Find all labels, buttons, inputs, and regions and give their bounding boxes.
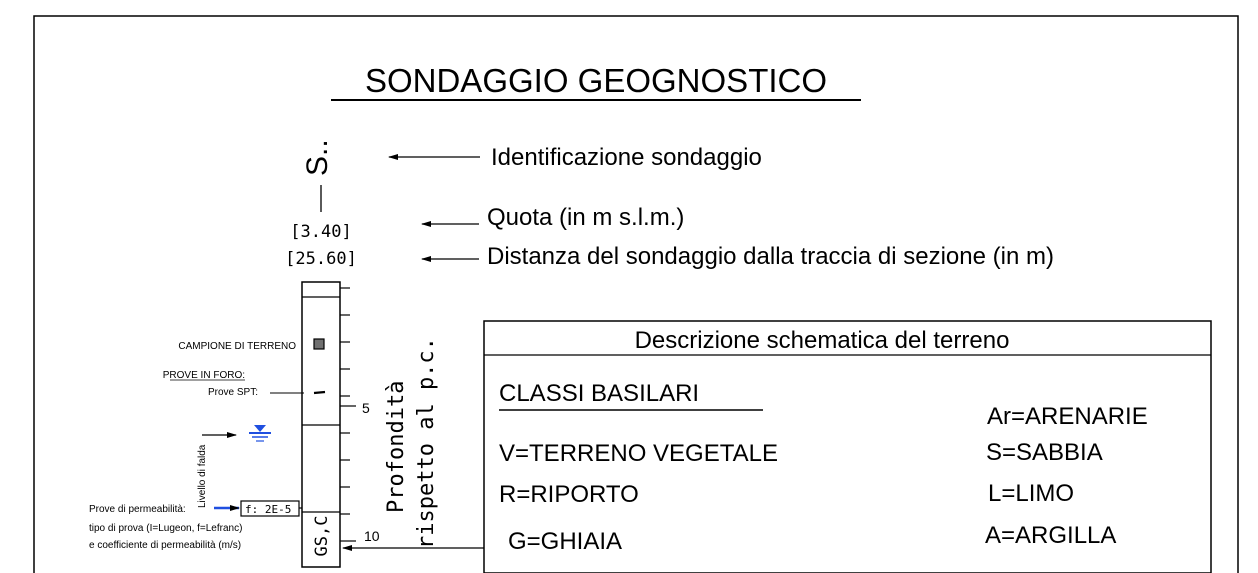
class-item: S=SABBIA (986, 439, 1103, 466)
description-box (483, 320, 1212, 573)
permeability-description: e coefficiente di permeabilità (m/s) (89, 540, 241, 551)
sample-legend-label: CAMPIONE DI TERRENO (178, 341, 296, 352)
water-level-label: Livello di falda (197, 444, 208, 508)
class-item: V=TERRENO VEGETALE (499, 440, 778, 467)
tests-heading: PROVE IN FORO: (163, 370, 245, 381)
depth-tick-label: 10 (364, 528, 380, 544)
column-layer-label: GS,C (312, 516, 332, 557)
permeability-legend-label: Prove di permeabilità: (89, 504, 186, 515)
elevation-value: [3.40] (290, 222, 351, 242)
identification-label: Identificazione sondaggio (491, 144, 762, 171)
diagram-title: SONDAGGIO GEOGNOSTICO (365, 62, 827, 99)
depth-axis-label: rispetto al p.c. (414, 337, 439, 549)
distance-value: [25.60] (285, 249, 357, 269)
drawing-frame (33, 15, 1239, 573)
elevation-label: Quota (in m s.l.m.) (487, 204, 684, 231)
class-item: R=RIPORTO (499, 481, 639, 508)
distance-label: Distanza del sondaggio dalla traccia di … (487, 243, 1054, 270)
water-level-icon (249, 425, 271, 442)
classes-heading: CLASSI BASILARI (499, 380, 699, 407)
sample-symbol (313, 338, 325, 350)
permeability-description: tipo di prova (I=Lugeon, f=Lefranc) (89, 523, 242, 534)
permeability-value: f: 2E-5 (245, 503, 291, 516)
spt-symbol (313, 390, 326, 395)
depth-axis-label: Profondità (384, 381, 409, 513)
borehole-id: S.. (301, 139, 334, 176)
class-item: A=ARGILLA (985, 522, 1116, 549)
class-item: Ar=ARENARIE (987, 403, 1148, 430)
depth-tick-label: 5 (362, 400, 370, 416)
class-item: G=GHIAIA (508, 528, 622, 555)
depth-scale (340, 287, 356, 542)
spt-legend-label: Prove SPT: (208, 387, 258, 398)
description-heading: Descrizione schematica del terreno (635, 327, 1010, 354)
class-item: L=LIMO (988, 480, 1074, 507)
